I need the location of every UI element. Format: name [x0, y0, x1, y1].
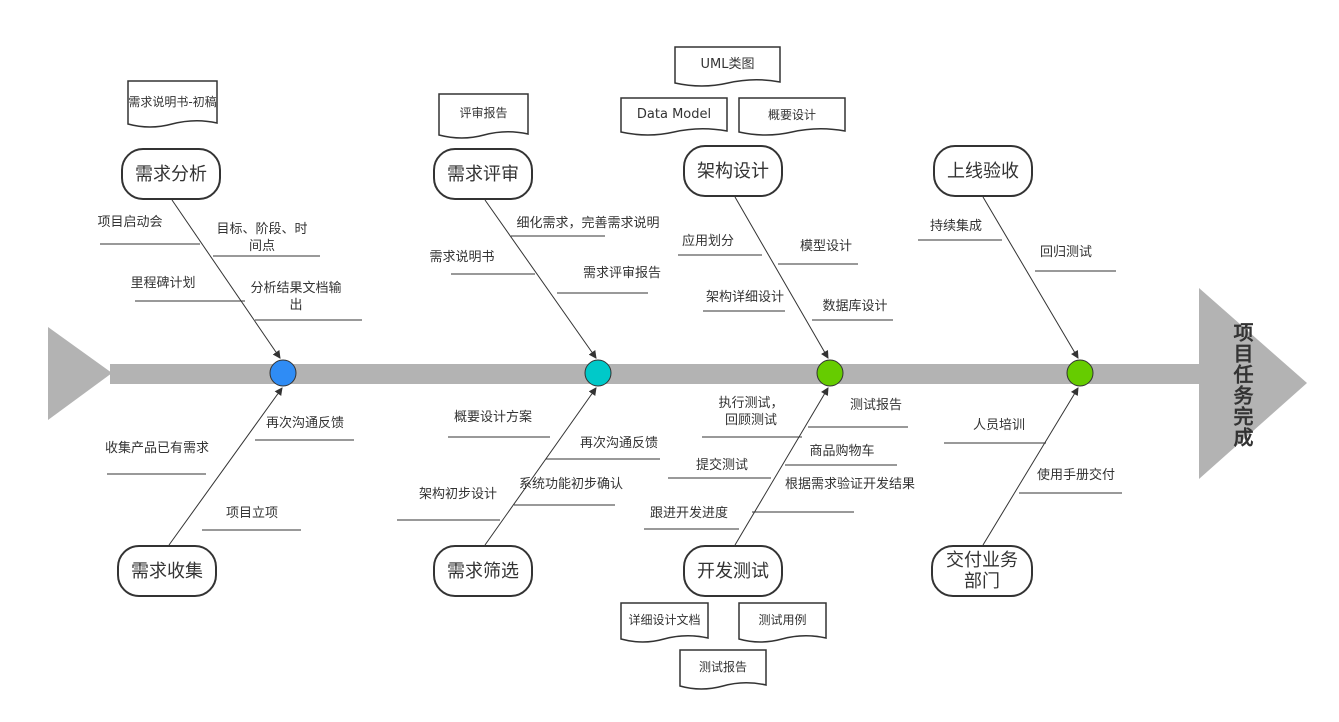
label-regression: 回归测试: [1039, 245, 1092, 260]
label-submit-test: 提交测试: [695, 458, 748, 473]
doc-shape-4: [620, 97, 728, 136]
label-feedback-1: 再次沟通反馈: [265, 416, 344, 431]
label-initiation: 项目立项: [225, 506, 278, 521]
label-model-design: 模型设计: [799, 239, 852, 254]
label-manual: 使用手册交付: [1036, 468, 1115, 483]
label-outline-plan: 概要设计方案: [453, 410, 532, 425]
label-milestone: 里程碑计划: [130, 276, 196, 291]
spine: [110, 364, 1205, 384]
label-track: 跟进开发进度: [649, 506, 728, 521]
junction-4: [1066, 359, 1094, 387]
doc-shape-1: [127, 80, 218, 128]
node-delivery[interactable]: 交付业务部门: [931, 545, 1033, 597]
doc-shape-8: [679, 649, 767, 690]
label-training: 人员培训: [972, 418, 1025, 433]
doc-shape-3: [674, 46, 781, 87]
label-review-report: 需求评审报告: [582, 266, 661, 281]
doc-review-report: 评审报告: [459, 105, 508, 120]
junction-2: [584, 359, 612, 387]
node-requirement-collection[interactable]: 需求收集: [117, 545, 217, 597]
label-prelim-func: 系统功能初步确认: [518, 477, 623, 492]
doc-uml: UML类图: [700, 56, 755, 72]
bone-8: [982, 387, 1079, 546]
label-spec: 需求说明书: [429, 250, 495, 265]
fish-tail: [48, 327, 112, 420]
bone-4: [982, 196, 1079, 359]
label-analysis-output: 分析结果文档输出: [250, 281, 342, 313]
project-complete-label: 项目任务完成: [1230, 322, 1254, 448]
doc-shape-5: [738, 97, 846, 136]
doc-requirement-draft: 需求说明书-初稿: [128, 94, 217, 109]
label-feedback-2: 再次沟通反馈: [579, 436, 658, 451]
label-db-design: 数据库设计: [822, 299, 888, 314]
label-app-division: 应用划分: [681, 234, 734, 249]
fish-head: [1199, 288, 1307, 479]
node-launch-acceptance[interactable]: 上线验收: [933, 145, 1033, 197]
doc-outline-design: 概要设计: [767, 107, 816, 122]
bone-6: [484, 387, 597, 546]
label-refine: 细化需求，完善需求说明: [516, 216, 660, 231]
doc-shape-2: [438, 93, 529, 139]
label-ci: 持续集成: [929, 219, 982, 234]
doc-test-report: 测试报告: [698, 659, 747, 674]
node-dev-test[interactable]: 开发测试: [683, 545, 783, 597]
node-requirement-screening[interactable]: 需求筛选: [433, 545, 533, 597]
doc-shape-6: [620, 602, 709, 643]
node-requirement-review[interactable]: 需求评审: [433, 148, 533, 200]
label-exec-test: 执行测试，回顾测试: [718, 396, 784, 428]
doc-detailed-design: 详细设计文档: [628, 612, 701, 627]
label-verify: 根据需求验证开发结果: [784, 477, 915, 492]
label-cart: 商品购物车: [809, 444, 875, 459]
bone-5: [168, 387, 283, 546]
doc-data-model: Data Model: [636, 106, 712, 122]
label-collect: 收集产品已有需求: [104, 441, 209, 456]
label-goals: 目标、阶段、时间点: [216, 222, 308, 254]
label-prelim-arch: 架构初步设计: [418, 487, 497, 502]
doc-shape-7: [738, 602, 827, 643]
bone-7: [734, 387, 829, 546]
bone-3: [734, 196, 829, 359]
junction-1: [269, 359, 297, 387]
label-kickoff: 项目启动会: [97, 215, 163, 230]
label-test-report: 测试报告: [849, 398, 902, 413]
label-arch-detail: 架构详细设计: [705, 290, 784, 305]
junction-3: [816, 359, 844, 387]
node-requirement-analysis[interactable]: 需求分析: [121, 148, 221, 200]
bone-2: [484, 199, 597, 359]
bone-1: [171, 199, 281, 359]
doc-test-case: 测试用例: [758, 612, 807, 627]
node-architecture-design[interactable]: 架构设计: [683, 145, 783, 197]
